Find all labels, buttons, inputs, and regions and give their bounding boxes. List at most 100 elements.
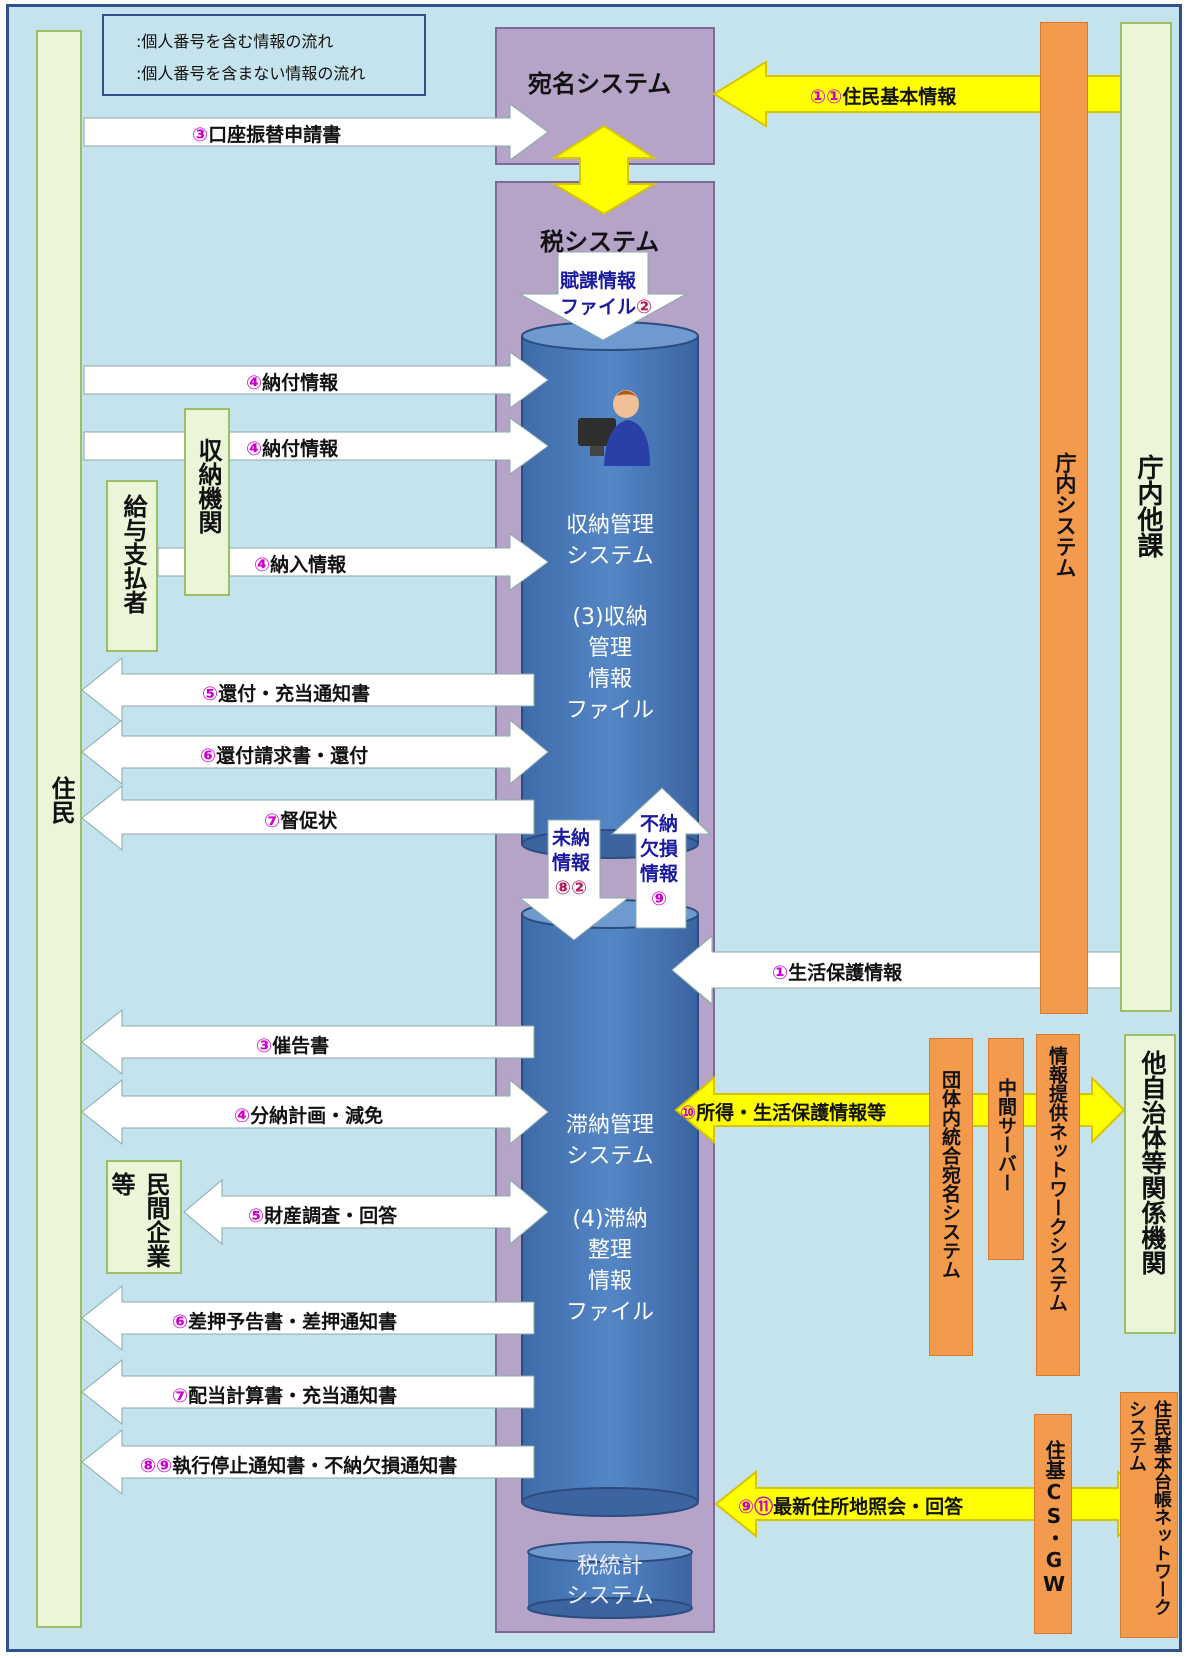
num-reminder: ⑦ (264, 810, 281, 832)
label-refund-notice: ⑤還付・充当通知書 (202, 679, 370, 706)
juki-cs-gw-label: 住基CS・GW (1042, 1440, 1066, 1596)
internal-system-bar (1040, 22, 1088, 1014)
arrow-suspension-notice (81, 1428, 535, 1496)
label-payment-info-1: ④納付情報 (246, 368, 338, 395)
assessment-file-num: ② (636, 296, 653, 318)
label-suspension-notice: ⑧⑨執行停止通知書・不納欠損通知書 (140, 1451, 457, 1478)
arrow-account-transfer (83, 103, 549, 161)
text-income-welfare: 所得・生活保護情報等 (696, 1102, 887, 1124)
arrow-seizure-notice (81, 1284, 535, 1352)
intermediate-server-label: 中間サーバー (995, 1078, 1017, 1192)
text-installment-plan: 分納計画・減免 (250, 1105, 384, 1127)
assessment-file-line1: 賦課情報 (560, 270, 637, 292)
arrow-reminder (81, 784, 535, 852)
info-network-system-bar (1036, 1034, 1080, 1376)
label-welfare-info: ①生活保護情報 (772, 958, 902, 985)
intermediate-server-bar (988, 1038, 1024, 1260)
other-municipalities-label: 他自治体等関係機関 (1138, 1050, 1167, 1275)
unpaid-info-text: 未納 情報 (552, 827, 591, 874)
text-account-transfer: 口座振替申請書 (208, 124, 342, 146)
text-welfare-info: 生活保護情報 (788, 962, 903, 984)
label-income-welfare: ⑩所得・生活保護情報等 (680, 1098, 886, 1125)
num-basic-resident-info: ①① (810, 86, 843, 108)
operator-at-computer-icon (578, 390, 650, 466)
arrow-distribution-notice (81, 1358, 535, 1426)
num-latest-address: ⑨⑪ (738, 1496, 774, 1518)
collection-mgmt-system-label: 収納管理 システム (565, 513, 654, 569)
num-payment-info-2: ④ (246, 438, 263, 460)
arrow-payment-info-1 (83, 351, 549, 409)
num-remittance-info: ④ (254, 554, 271, 576)
tax-statistics-label: 税統計 システム (566, 1554, 654, 1609)
text-suspension-notice: 執行停止通知書・不納欠損通知書 (172, 1455, 458, 1477)
resident-column (36, 30, 82, 1628)
label-basic-resident-info: ①①住民基本情報 (810, 82, 956, 109)
collection-mgmt-cylinder (521, 321, 699, 859)
arrow-unpaid-info (518, 819, 630, 941)
arrow-demand-letter (81, 1008, 535, 1076)
label-seizure-notice: ⑥差押予告書・差押通知書 (172, 1307, 397, 1334)
uncollectible-info-num: ⑨ (650, 888, 668, 910)
integrated-address-system-bar (929, 1038, 973, 1356)
num-refund-notice: ⑤ (202, 683, 219, 705)
label-reminder: ⑦督促状 (264, 806, 337, 833)
juki-cs-gw-bar (1034, 1414, 1072, 1634)
num-distribution-notice: ⑦ (172, 1385, 189, 1407)
text-seizure-notice: 差押予告書・差押通知書 (188, 1311, 398, 1333)
delinquency-mgmt-system-label: 滞納管理 システム (565, 1113, 654, 1169)
collection-mgmt-file-label: (3)収納 管理 情報 ファイル (565, 605, 654, 723)
juki-network-system-label: 住民基本台帳ネットワークシステム (1126, 1400, 1172, 1616)
num-property-investigation: ⑤ (248, 1205, 265, 1227)
internal-system-label: 庁内システム (1053, 452, 1077, 578)
arrow-property-investigation (183, 1178, 549, 1246)
legend-non-personal-flow: :個人番号を含まない情報の流れ (136, 64, 366, 83)
text-latest-address: 最新住所地照会・回答 (773, 1496, 964, 1518)
info-network-system-label: 情報提供ネットワークシステム (1046, 1046, 1068, 1312)
legend: :個人番号を含む情報の流れ :個人番号を含まない情報の流れ (102, 14, 426, 96)
num-seizure-notice: ⑥ (172, 1311, 189, 1333)
text-payment-info-1: 納付情報 (262, 372, 339, 394)
arrow-address-tax (550, 124, 658, 216)
juki-network-system-bar (1120, 1392, 1178, 1638)
integrated-address-system-label: 団体内統合宛名システム (939, 1070, 961, 1279)
arrow-refund-notice (81, 656, 535, 724)
receiving-institution-box (184, 408, 230, 596)
text-refund-notice: 還付・充当通知書 (218, 683, 371, 705)
label-latest-address: ⑨⑪最新住所地照会・回答 (738, 1492, 963, 1519)
num-welfare-info: ① (772, 962, 789, 984)
resident-label: 住民 (47, 776, 75, 824)
text-property-investigation: 財産調査・回答 (264, 1205, 398, 1227)
text-distribution-notice: 配当計算書・充当通知書 (188, 1385, 398, 1407)
legend-personal-number-flow: :個人番号を含む情報の流れ (136, 32, 334, 51)
text-payment-info-2: 納付情報 (262, 438, 339, 460)
private-companies-label: 民間企業等 (107, 1172, 170, 1268)
label-account-transfer: ③口座振替申請書 (192, 120, 341, 147)
assessment-file-line2: ファイル (560, 296, 637, 318)
label-demand-letter: ③催告書 (256, 1031, 329, 1058)
num-refund-claim: ⑥ (200, 745, 217, 767)
other-municipalities-box (1124, 1034, 1176, 1334)
label-payment-info-2: ④納付情報 (246, 434, 338, 461)
arrow-assessment-file (518, 251, 688, 341)
num-income-welfare: ⑩ (680, 1102, 697, 1124)
payroll-payer-box (106, 480, 158, 652)
tax-statistics-cylinder (527, 1541, 693, 1619)
num-suspension-notice: ⑧⑨ (140, 1455, 173, 1477)
delinquency-file-label: (4)滞納 整理 情報 ファイル (565, 1207, 654, 1325)
arrow-refund-claim (81, 718, 549, 786)
label-assessment-file: 賦課情報 ファイル② (560, 268, 652, 320)
other-departments-column (1120, 22, 1172, 1012)
label-refund-claim: ⑥還付請求書・還付 (200, 741, 368, 768)
num-demand-letter: ③ (256, 1035, 273, 1057)
arrow-uncollectible-info (610, 787, 712, 929)
label-installment-plan: ④分納計画・減免 (234, 1101, 383, 1128)
label-remittance-info: ④納入情報 (254, 550, 346, 577)
num-payment-info-1: ④ (246, 372, 263, 394)
unpaid-info-num: ⑧② (554, 877, 588, 899)
tax-system-title: 税システム (540, 228, 660, 256)
text-basic-resident-info: 住民基本情報 (842, 86, 957, 108)
private-companies-box (106, 1160, 182, 1274)
arrow-installment-plan (81, 1078, 549, 1146)
text-demand-letter: 催告書 (272, 1035, 330, 1057)
